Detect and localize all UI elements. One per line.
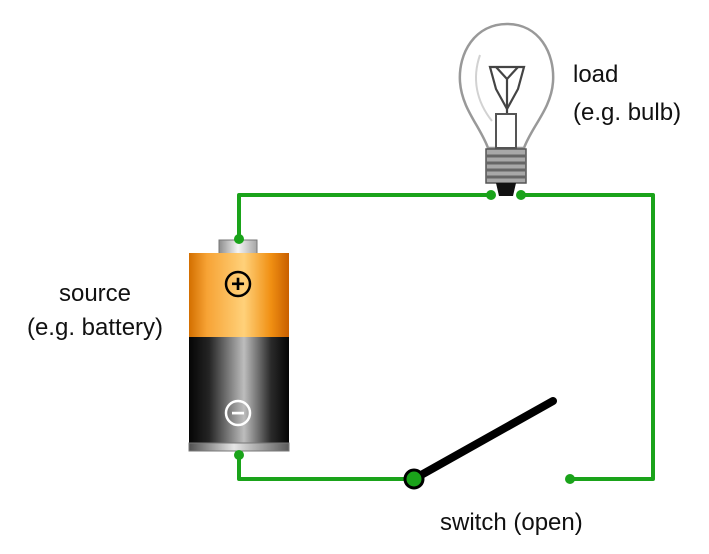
negative-symbol: − <box>231 400 245 427</box>
bulb-contact <box>496 183 516 196</box>
switch-label: switch (open) <box>440 509 583 536</box>
circuit-wires <box>237 193 655 481</box>
wire-bulb-to-right-side <box>519 193 655 481</box>
wire-battery-to-switch <box>237 452 416 481</box>
bulb-left-terminal-dot <box>486 190 496 200</box>
load-label: load <box>573 61 619 88</box>
battery-icon: + − <box>188 239 290 452</box>
battery-positive-terminal-dot <box>234 234 244 244</box>
battery-negative-terminal-dot <box>234 450 244 460</box>
switch-icon <box>403 397 557 490</box>
bulb-filament-frame <box>488 65 526 112</box>
bulb-icon <box>458 22 555 196</box>
battery-shell-bottom <box>189 337 289 443</box>
switch-contact-dot <box>565 474 575 484</box>
battery-base <box>188 442 290 452</box>
load-example-label: (e.g. bulb) <box>573 99 682 126</box>
bulb-inner-shadow <box>475 54 493 122</box>
source-label: source <box>58 280 132 307</box>
positive-symbol-circle <box>224 270 252 298</box>
source-example-label: (e.g. battery) <box>26 314 164 341</box>
wire-battery-to-bulb <box>237 193 493 241</box>
switch-pivot <box>403 468 425 490</box>
negative-symbol-circle <box>224 399 252 427</box>
positive-symbol: + <box>231 271 245 298</box>
switch-lever <box>410 397 557 483</box>
terminal-dots <box>234 190 575 484</box>
bulb-right-terminal-dot <box>516 190 526 200</box>
bulb-neck <box>495 113 517 149</box>
bulb-base-threads <box>486 154 526 179</box>
